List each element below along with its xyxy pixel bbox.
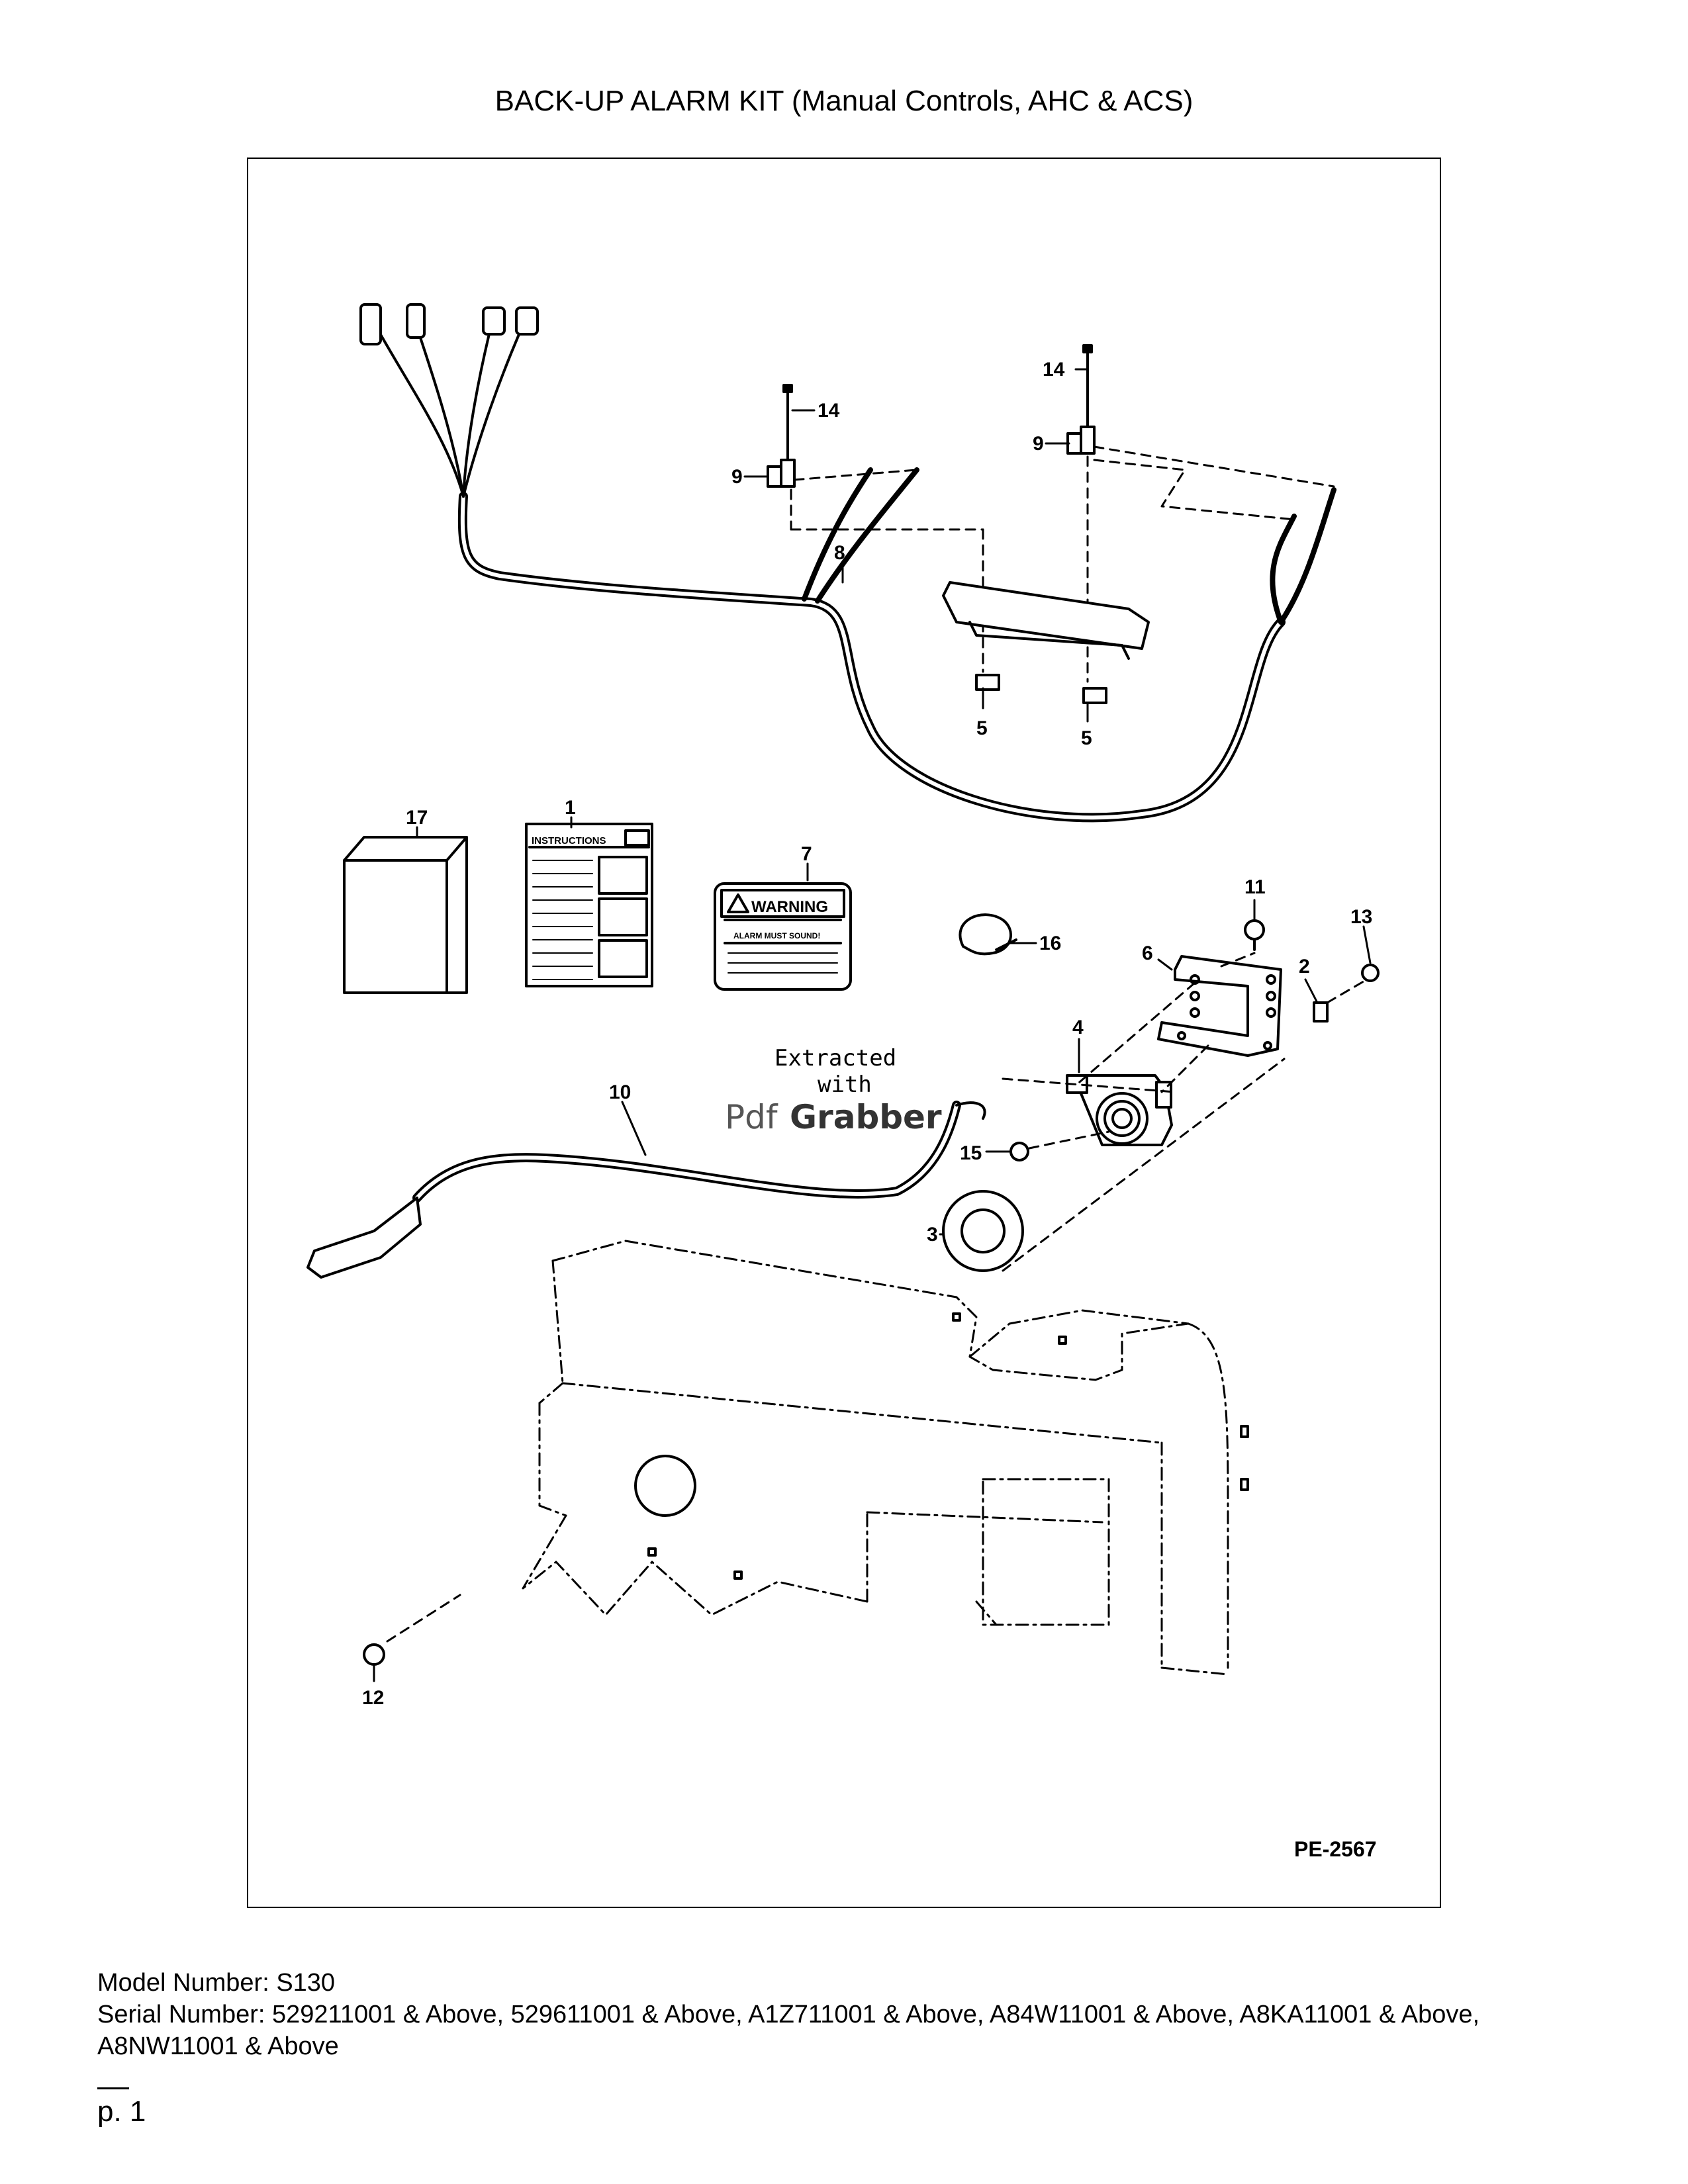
callout-4: 4 — [1072, 1017, 1084, 1038]
box-17 — [343, 836, 468, 994]
serial-number: Serial Number: 529211001 & Above, 529611… — [97, 2001, 1480, 2060]
callout-15: 15 — [960, 1142, 982, 1164]
watermark-line-1: Extracted — [774, 1045, 896, 1071]
callout-5-right: 5 — [1081, 727, 1092, 749]
callout-5-left: 5 — [976, 717, 988, 739]
callout-3: 3 — [927, 1224, 938, 1246]
page-number: p. 1 — [97, 2095, 146, 2128]
instructions-label: INSTRUCTIONS — [532, 835, 606, 846]
callout-16: 16 — [1039, 933, 1061, 954]
callout-6: 6 — [1142, 942, 1153, 964]
watermark-line-2: with — [818, 1071, 872, 1098]
wire-10 — [306, 1101, 986, 1279]
nut-15 — [1009, 1142, 1029, 1161]
bolt-11 — [1244, 919, 1265, 951]
clip-9-left — [767, 459, 796, 488]
page-rule — [97, 2087, 129, 2089]
plug-12 — [363, 1643, 385, 1666]
screw-14-right — [1082, 344, 1093, 428]
clip-9-right — [1066, 426, 1096, 455]
model-number: Model Number: S130 — [97, 1969, 336, 1997]
callout-14-left: 14 — [818, 400, 840, 422]
instructions-sheet-1 — [525, 823, 653, 987]
watermark: Extracted with Pdf Grabber — [725, 1045, 942, 1136]
callout-11: 11 — [1244, 876, 1266, 898]
page-title: BACK-UP ALARM KIT (Manual Controls, AHC … — [494, 85, 1194, 117]
nut-clip-2 — [1313, 1001, 1329, 1023]
warning-label: WARNING — [751, 898, 828, 916]
callout-9-left: 9 — [731, 466, 743, 488]
callout-13: 13 — [1350, 906, 1372, 928]
watermark-brand-pdf: Pdf — [725, 1098, 778, 1136]
callout-7: 7 — [801, 843, 812, 865]
grommet-3 — [942, 1190, 1024, 1272]
warning-decal-7 — [714, 882, 852, 991]
parts-diagram: 8 1 17 7 14 14 9 9 5 5 16 11 13 6 2 4 10… — [247, 158, 1441, 1908]
callout-17: 17 — [406, 807, 428, 829]
callout-9-right: 9 — [1033, 433, 1044, 455]
warning-text: ALARM MUST SOUND! — [733, 931, 820, 940]
panel-hole — [634, 1455, 696, 1517]
nut-13 — [1361, 964, 1380, 982]
alarm-bracket-6 — [1157, 955, 1282, 1057]
callout-8: 8 — [834, 542, 845, 564]
parts-diagram-drawing: 8 1 17 7 14 14 9 9 5 5 16 11 13 6 2 4 10… — [306, 303, 1380, 1861]
callout-10: 10 — [609, 1081, 631, 1103]
callout-1: 1 — [565, 797, 576, 819]
machine-rear-panel — [522, 1240, 1229, 1676]
callout-12: 12 — [362, 1687, 384, 1709]
cable-tie-16 — [959, 913, 1017, 956]
wire-harness-8 — [359, 303, 1336, 823]
callout-2: 2 — [1299, 956, 1310, 978]
drawing-id: PE-2567 — [1294, 1837, 1377, 1861]
mounting-bracket — [942, 581, 1150, 704]
watermark-brand-grabber: Grabber — [790, 1098, 942, 1136]
callout-14-right: 14 — [1043, 359, 1065, 381]
screw-14-left — [782, 384, 793, 461]
